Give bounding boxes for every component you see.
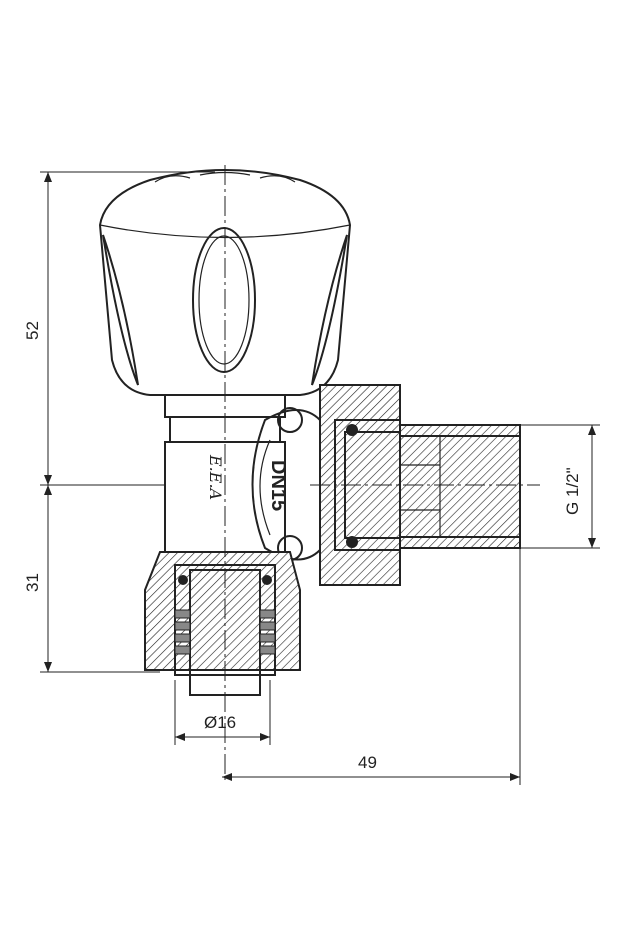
dimension-lines (40, 171, 600, 785)
center-lines (224, 165, 540, 780)
dimension-diameter-16: Ø16 (204, 713, 236, 732)
dimension-thread-g-half: G 1/2" (563, 467, 582, 515)
dimension-31: 31 (23, 573, 42, 592)
valve-handle-knob (98, 169, 352, 396)
svg-text:E.E.A: E.E.A (206, 454, 225, 500)
bottom-compression-fitting (144, 551, 301, 696)
brand-logo: E.E.A (206, 454, 225, 500)
side-threaded-tail (399, 424, 521, 549)
dimension-arrows (44, 172, 596, 781)
body-marking-dn15: DN15 (267, 460, 289, 511)
valve-body: DN15 E.E.A (164, 394, 321, 561)
dimension-49: 49 (358, 753, 377, 772)
dimension-52: 52 (23, 321, 42, 340)
